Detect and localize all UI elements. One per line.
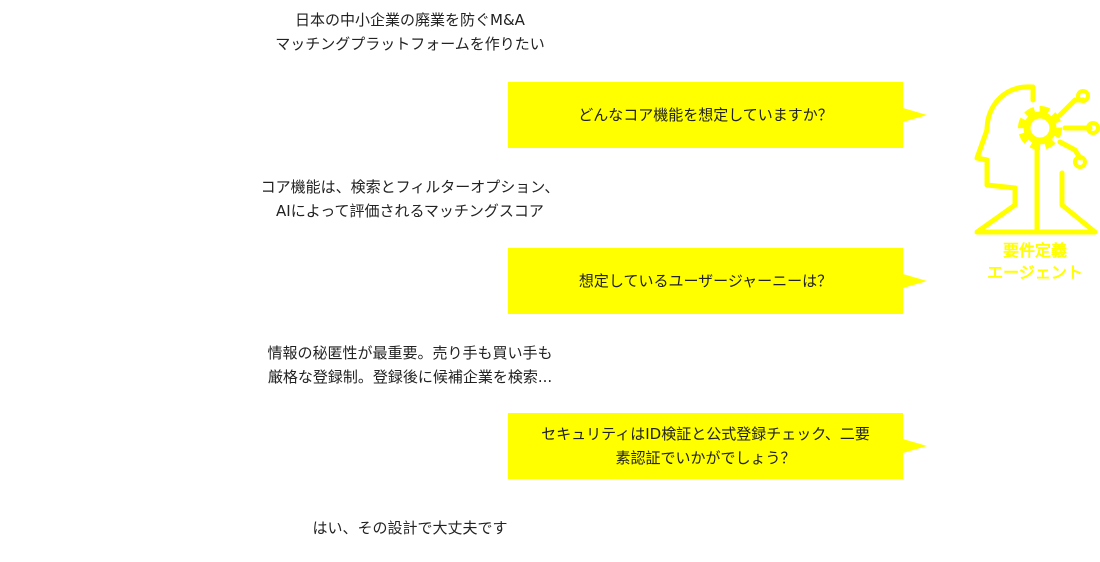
agent-message: 想定しているユーザージャーニーは？ [578,272,833,290]
user-message: コア機能は、検索とフィルターオプション、 AIによって評価されるマッチングスコア [210,175,610,223]
message-line: 厳格な登録制。登録後に候補企業を検索... [267,368,553,386]
agent-bubble: どんなコア機能を想定していますか？ [508,82,927,148]
agent-message: セキュリティはID検証と公式登録チェック、二要素認証でいかがでしょう？ [541,425,870,467]
agent-message: どんなコア機能を想定していますか？ [578,106,833,124]
message-line: 情報の秘匿性が最重要。売り手も買い手も [267,344,553,362]
agent-label-line: エージェント [987,263,1083,282]
agent-bubble: 想定しているユーザージャーニーは？ [508,248,927,314]
message-line: 日本の中小企業の廃業を防ぐM&A [295,11,525,29]
user-message: 日本の中小企業の廃業を防ぐM&A マッチングプラットフォームを作りたい [210,8,610,56]
message-line: マッチングプラットフォームを作りたい [275,35,545,53]
user-message: はい、その設計で大丈夫です [210,516,610,540]
agent-bubble: セキュリティはID検証と公式登録チェック、二要素認証でいかがでしょう？ [508,413,927,479]
message-line: AIによって評価されるマッチングスコア [276,202,544,220]
user-message: 情報の秘匿性が最重要。売り手も買い手も 厳格な登録制。登録後に候補企業を検索..… [210,341,610,389]
agent-label-line: 要件定義 [1002,241,1067,260]
message-line: コア機能は、検索とフィルターオプション、 [260,178,560,196]
message-line: はい、その設計で大丈夫です [312,519,508,537]
ai-head-gear-icon [974,84,1100,235]
agent-label: 要件定義 エージェント [970,240,1100,284]
